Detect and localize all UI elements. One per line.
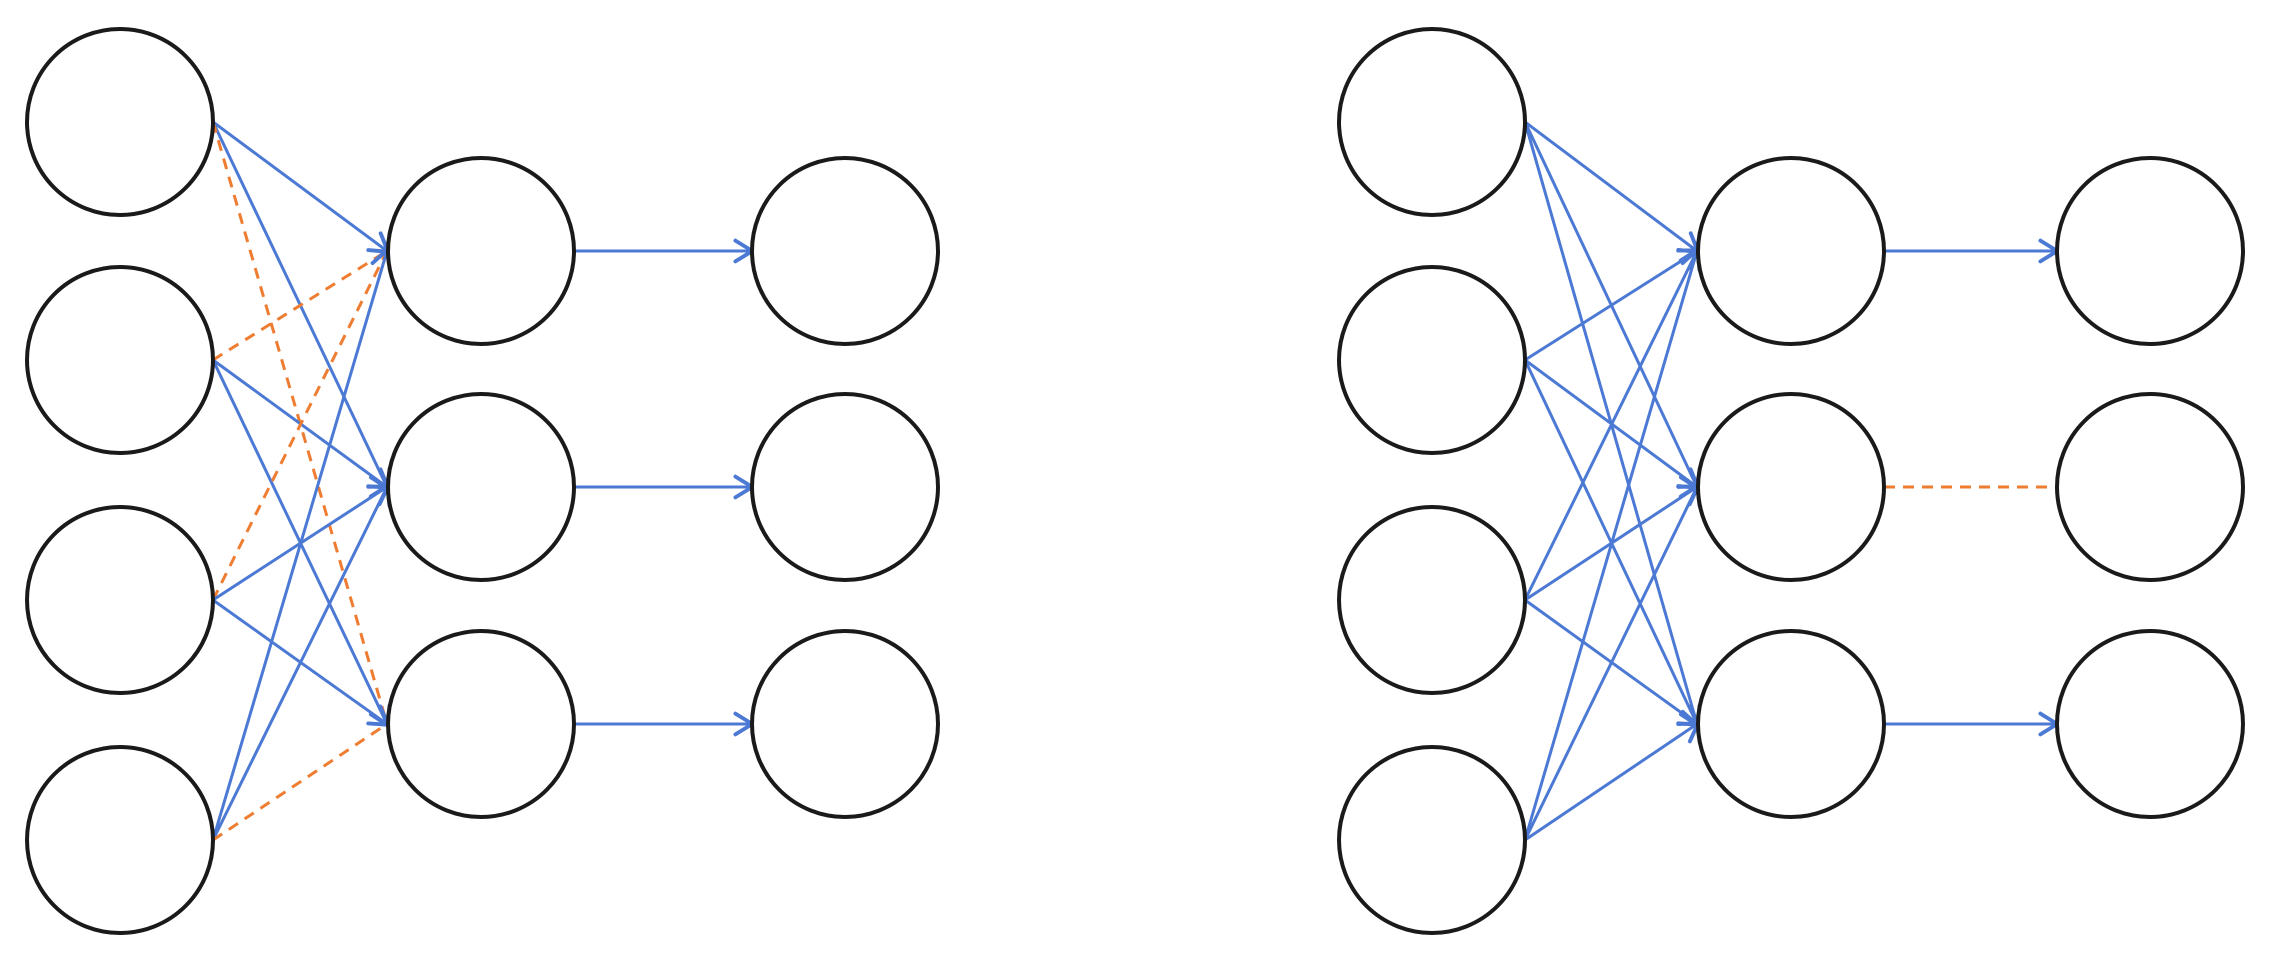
left-network-output-node-1 (750, 156, 940, 346)
right-network-input-node-1 (1337, 27, 1527, 217)
left-network-output-node-2 (750, 392, 940, 582)
right-network-output-node-1 (2055, 156, 2245, 346)
right-network-input-node-2 (1337, 265, 1527, 455)
right-network-input-node-3 (1337, 505, 1527, 695)
left-network-nodes (25, 27, 940, 935)
right-network-edge-input3-hidden2 (1524, 721, 1701, 842)
right-network-hidden-node-1 (1696, 156, 1886, 346)
left-network (25, 27, 940, 935)
left-network-input-node-4 (25, 745, 215, 935)
right-network-hidden-node-2 (1696, 392, 1886, 582)
left-network-hidden-node-1 (386, 156, 576, 346)
right-network-edge-input2-hidden0 (1523, 247, 1702, 601)
right-network-edge-input0-hidden0 (1524, 120, 1700, 254)
right-network-input-node-4 (1337, 745, 1527, 935)
right-network-output-node-2 (2055, 392, 2245, 582)
right-network (1337, 27, 2245, 935)
left-network-hidden-node-3 (386, 629, 576, 819)
left-network-input-node-1 (25, 27, 215, 217)
left-network-edge-input3-hidden1 (211, 483, 392, 841)
right-network-edges (1523, 120, 2060, 842)
left-network-edge-input3-hidden2 (212, 722, 388, 842)
left-network-edge-input2-hidden0 (211, 250, 389, 601)
right-network-edge-input3-hidden0 (1523, 247, 1705, 841)
left-network-input-node-2 (25, 265, 215, 455)
left-network-hidden-node-2 (386, 392, 576, 582)
right-network-edge-input1-hidden0 (1524, 248, 1701, 362)
left-network-input-node-3 (25, 505, 215, 695)
right-network-edge-input3-hidden1 (1523, 483, 1702, 841)
right-network-hidden-node-3 (1696, 629, 1886, 819)
left-network-output-node-3 (750, 629, 940, 819)
left-network-edge-input1-hidden0 (212, 249, 388, 362)
right-network-nodes (1337, 27, 2245, 935)
left-network-edge-input3-hidden0 (211, 247, 395, 841)
left-network-edge-input0-hidden0 (212, 120, 390, 254)
right-network-output-node-3 (2055, 629, 2245, 819)
left-network-edges (211, 120, 755, 842)
